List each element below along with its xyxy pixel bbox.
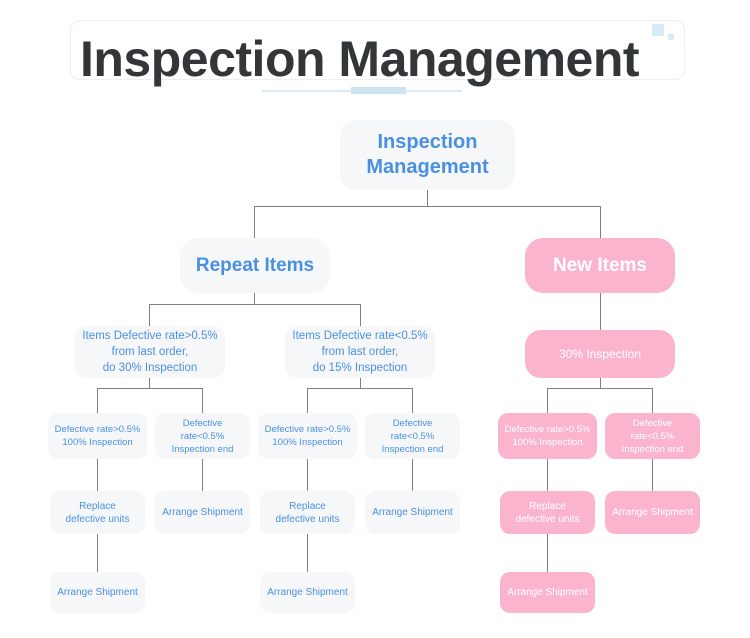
connector-to-rh-pass bbox=[202, 388, 203, 413]
connector-to-repeat-high bbox=[149, 304, 150, 326]
connector-rh-down bbox=[149, 377, 150, 389]
node-label: Arrange Shipment bbox=[162, 507, 243, 518]
connector-to-rh-fail bbox=[97, 388, 98, 413]
connector-rl-pass-to-ship bbox=[412, 459, 413, 491]
connector-new-replace-to-ship bbox=[547, 534, 548, 572]
node-new-30-inspection[interactable]: 30% Inspection bbox=[525, 330, 675, 378]
node-label: Defective rate<0.5%Inspection end bbox=[381, 417, 444, 455]
connector-rl-bus bbox=[307, 388, 413, 389]
node-rh-pass[interactable]: Defective rate<0.5%Inspection end bbox=[155, 413, 250, 459]
node-rl-pass[interactable]: Defective rate<0.5%Inspection end bbox=[365, 413, 460, 459]
node-label: 30% Inspection bbox=[558, 347, 642, 361]
node-repeat-items[interactable]: Repeat Items bbox=[180, 238, 330, 293]
node-label: Arrange Shipment bbox=[267, 587, 348, 598]
connector-rh-fail-to-replace bbox=[97, 459, 98, 491]
connector-level3-bus bbox=[149, 304, 361, 305]
connector-new30-down bbox=[600, 377, 601, 389]
connector-rh-bus bbox=[97, 388, 203, 389]
connector-new-pass-to-ship bbox=[652, 459, 653, 491]
connector-rl-fail-to-replace bbox=[307, 459, 308, 491]
node-label: Defective rate<0.5%Inspection end bbox=[171, 417, 234, 455]
node-label: Items Defective rate>0.5%from last order… bbox=[82, 330, 218, 374]
connector-rh-pass-to-ship bbox=[202, 459, 203, 491]
node-rl-ship[interactable]: Arrange Shipment bbox=[365, 491, 460, 534]
connector-new-fail-to-replace bbox=[547, 459, 548, 491]
connector-root-down bbox=[427, 190, 428, 207]
node-new-pass[interactable]: Defective rate<0.5%Inspection end bbox=[605, 413, 700, 459]
header-card bbox=[70, 20, 685, 80]
connector-to-repeat-low bbox=[360, 304, 361, 326]
node-rh-ship[interactable]: Arrange Shipment bbox=[155, 491, 250, 534]
connector-to-new-fail bbox=[547, 388, 548, 413]
connector-to-rl-fail bbox=[307, 388, 308, 413]
node-label: Defective rate>0.5%100% Inspection bbox=[54, 424, 141, 448]
title-underline-accent bbox=[351, 87, 406, 94]
connector-new30-bus bbox=[547, 388, 653, 389]
node-new-items[interactable]: New Items bbox=[525, 238, 675, 293]
node-rl-fail[interactable]: Defective rate>0.5%100% Inspection bbox=[258, 413, 357, 459]
connector-to-new-items bbox=[600, 206, 601, 238]
node-rl-ship-final[interactable]: Arrange Shipment bbox=[260, 572, 355, 613]
node-repeat-high-rate[interactable]: Items Defective rate>0.5%from last order… bbox=[75, 326, 225, 378]
connector-level2-bus bbox=[254, 206, 601, 207]
connector-repeat-down bbox=[254, 292, 255, 305]
node-new-fail[interactable]: Defective rate>0.5%100% Inspection bbox=[498, 413, 597, 459]
node-label: Defective rate>0.5%100% Inspection bbox=[504, 424, 591, 448]
connector-to-rl-pass bbox=[412, 388, 413, 413]
node-new-ship[interactable]: Arrange Shipment bbox=[605, 491, 700, 534]
node-label: Items Defective rate<0.5%from last order… bbox=[292, 330, 428, 374]
connector-to-repeat-items bbox=[254, 206, 255, 238]
node-rh-fail[interactable]: Defective rate>0.5%100% Inspection bbox=[48, 413, 147, 459]
node-rh-ship-final[interactable]: Arrange Shipment bbox=[50, 572, 145, 613]
node-repeat-low-rate[interactable]: Items Defective rate<0.5%from last order… bbox=[285, 326, 435, 378]
connector-rh-replace-to-ship bbox=[97, 534, 98, 572]
connector-rl-down bbox=[360, 377, 361, 389]
connector-new-to-30 bbox=[600, 292, 601, 330]
node-new-ship-final[interactable]: Arrange Shipment bbox=[500, 572, 595, 613]
node-label: Arrange Shipment bbox=[507, 587, 588, 598]
page-title: Inspection Management bbox=[80, 31, 640, 87]
decorative-square-small-icon bbox=[668, 34, 674, 40]
node-label: Arrange Shipment bbox=[372, 507, 453, 518]
connector-to-new-pass bbox=[652, 388, 653, 413]
connector-rl-replace-to-ship bbox=[307, 534, 308, 572]
node-label: New Items bbox=[553, 254, 647, 276]
node-label: Defective rate<0.5%Inspection end bbox=[621, 417, 684, 455]
node-label: Defective rate>0.5%100% Inspection bbox=[264, 424, 351, 448]
node-label: Arrange Shipment bbox=[57, 587, 138, 598]
node-label: Repeat Items bbox=[195, 254, 315, 276]
node-label: Arrange Shipment bbox=[612, 507, 693, 518]
decorative-square-icon bbox=[652, 24, 664, 36]
